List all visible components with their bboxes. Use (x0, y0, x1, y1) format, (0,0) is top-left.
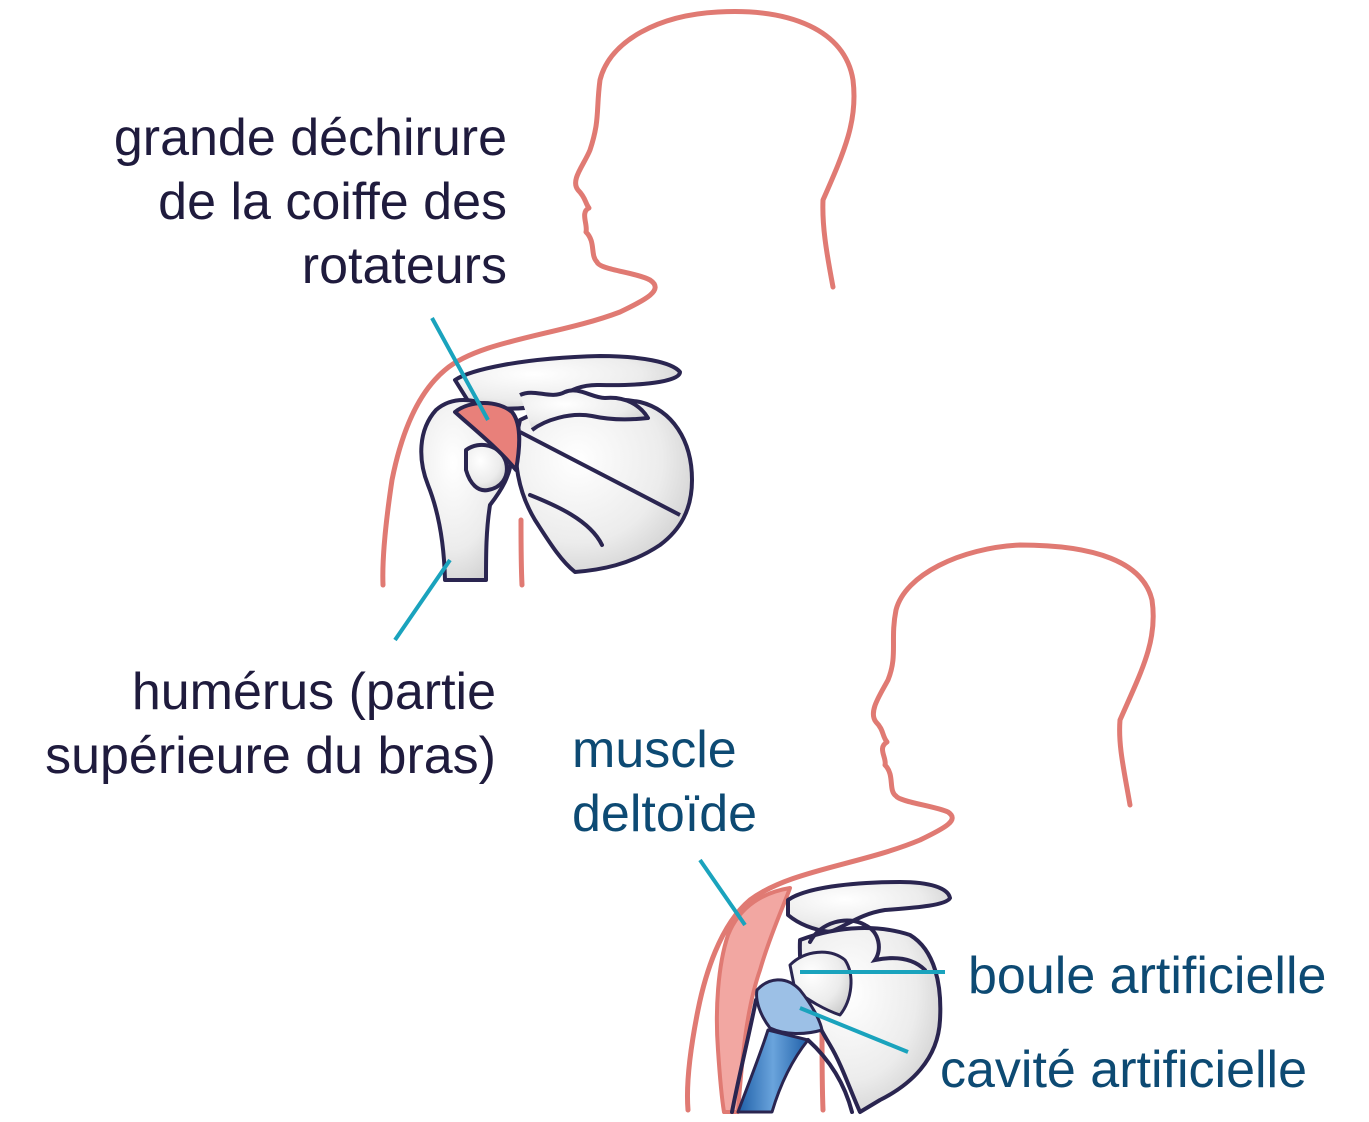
bottom-clavicle (788, 882, 950, 932)
label-humerus-line-1: humérus (partie (45, 660, 496, 724)
label-rotator-cuff-tear-line-2: de la coiffe des (114, 170, 507, 234)
label-deltoid-line-2: deltoïde (572, 782, 757, 846)
label-artificial-ball: boule artificielle (968, 944, 1326, 1008)
label-deltoid-line-1: muscle (572, 718, 757, 782)
leader-deltoid (700, 860, 745, 925)
label-rotator-cuff-tear-line-1: grande déchirure (114, 106, 507, 170)
label-deltoid: muscle deltoïde (572, 718, 757, 846)
top-torso-line (521, 520, 522, 585)
leader-humerus (395, 560, 450, 640)
bottom-figure (687, 545, 1153, 1112)
label-rotator-cuff-tear: grande déchirure de la coiffe des rotate… (114, 106, 507, 298)
label-humerus: humérus (partie supérieure du bras) (45, 660, 496, 788)
bottom-torso-line (822, 1030, 823, 1110)
label-rotator-cuff-tear-line-3: rotateurs (114, 234, 507, 298)
label-humerus-line-2: supérieure du bras) (45, 724, 496, 788)
label-artificial-socket: cavité artificielle (940, 1038, 1307, 1102)
